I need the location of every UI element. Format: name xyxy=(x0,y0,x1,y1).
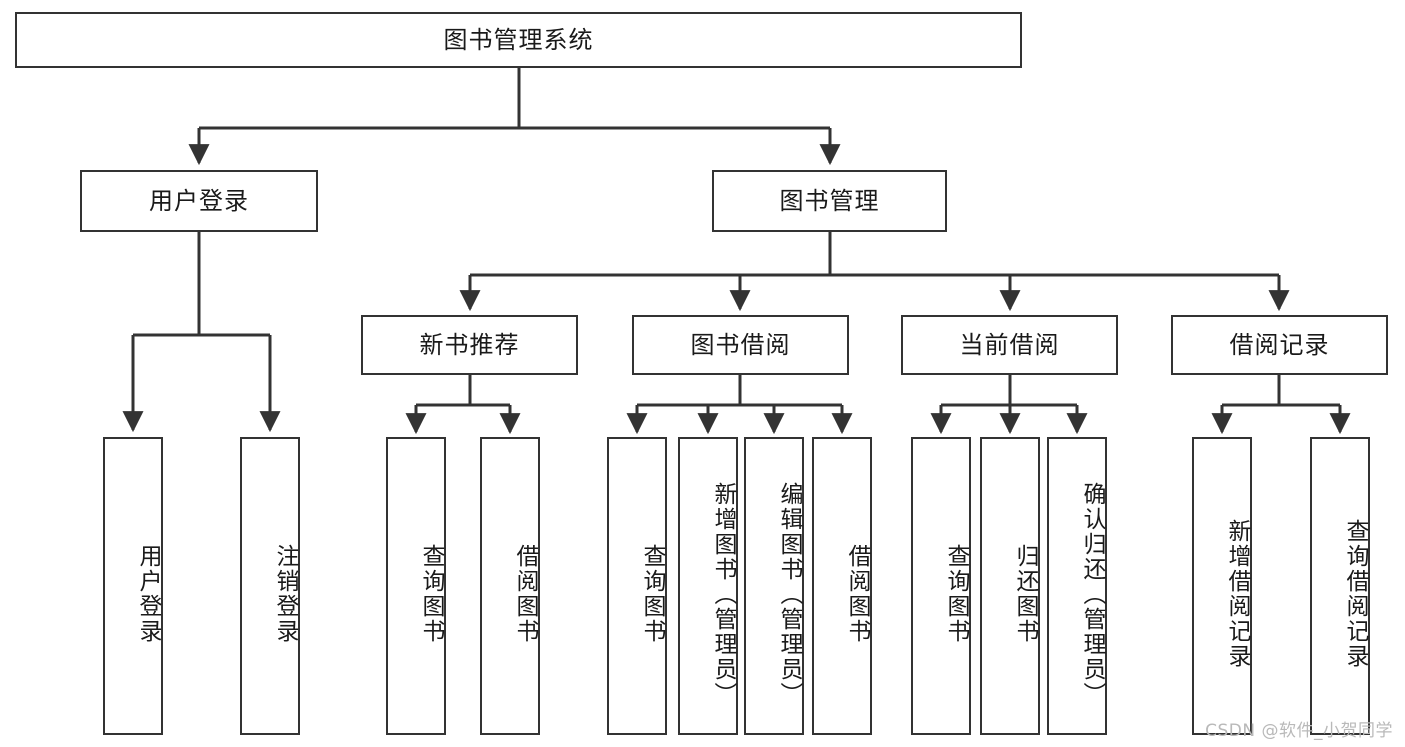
node-borrow-records[interactable]: 借阅记录 xyxy=(1171,315,1388,375)
node-label: 归还图书 xyxy=(1012,544,1038,644)
node-root-book-management-system[interactable]: 图书管理系统 xyxy=(15,12,1022,68)
leaf-current-query-books[interactable]: 查询图书 xyxy=(911,437,971,735)
node-label: 查询图书 xyxy=(639,544,665,644)
node-new-book-recommend[interactable]: 新书推荐 xyxy=(361,315,578,375)
node-label: 查询图书 xyxy=(943,544,969,644)
node-label: 图书管理 xyxy=(779,186,880,215)
node-label: 图书管理系统 xyxy=(443,25,594,54)
leaf-borrow-borrow-books[interactable]: 借阅图书 xyxy=(812,437,872,735)
leaf-user-logout[interactable]: 注销登录 xyxy=(240,437,300,735)
node-book-management[interactable]: 图书管理 xyxy=(712,170,947,232)
node-label: 借阅记录 xyxy=(1229,330,1330,359)
node-label: 新增借阅记录 xyxy=(1224,519,1250,669)
leaf-recommend-borrow-books[interactable]: 借阅图书 xyxy=(480,437,540,735)
node-label: 查询借阅记录 xyxy=(1342,519,1368,669)
node-label: 借阅图书 xyxy=(512,544,538,644)
node-label: 借阅图书 xyxy=(844,544,870,644)
node-user-login[interactable]: 用户登录 xyxy=(80,170,318,232)
node-book-borrow[interactable]: 图书借阅 xyxy=(632,315,849,375)
node-current-borrow[interactable]: 当前借阅 xyxy=(901,315,1118,375)
leaf-records-add-record[interactable]: 新增借阅记录 xyxy=(1192,437,1252,735)
node-label: 用户登录 xyxy=(149,186,249,215)
node-label: 用户登录 xyxy=(135,544,161,644)
node-label: 确认归还（管理员） xyxy=(1079,481,1105,707)
leaf-user-login[interactable]: 用户登录 xyxy=(103,437,163,735)
leaf-recommend-query-books[interactable]: 查询图书 xyxy=(386,437,446,735)
leaf-current-return-books[interactable]: 归还图书 xyxy=(980,437,1040,735)
leaf-borrow-edit-book-admin[interactable]: 编辑图书（管理员） xyxy=(744,437,804,735)
node-label: 当前借阅 xyxy=(959,330,1060,359)
leaf-current-confirm-return-admin[interactable]: 确认归还（管理员） xyxy=(1047,437,1107,735)
node-label: 注销登录 xyxy=(272,544,298,644)
node-label: 新增图书（管理员） xyxy=(710,481,736,707)
node-label: 查询图书 xyxy=(418,544,444,644)
node-label: 图书借阅 xyxy=(690,330,791,359)
node-label: 新书推荐 xyxy=(419,330,520,359)
leaf-borrow-add-book-admin[interactable]: 新增图书（管理员） xyxy=(678,437,738,735)
leaf-records-query-record[interactable]: 查询借阅记录 xyxy=(1310,437,1370,735)
csdn-watermark: CSDN @软件_小贺同学 xyxy=(1205,721,1393,741)
leaf-borrow-query-books[interactable]: 查询图书 xyxy=(607,437,667,735)
node-label: 编辑图书（管理员） xyxy=(776,481,802,707)
